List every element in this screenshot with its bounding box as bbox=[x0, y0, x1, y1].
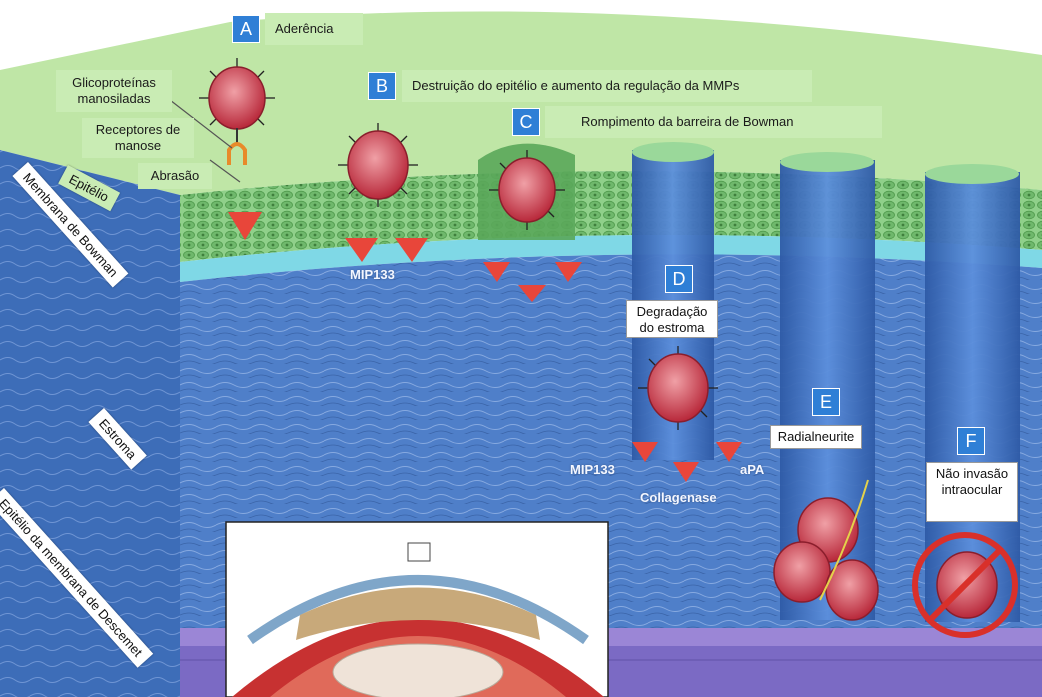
apa-label: aPA bbox=[740, 462, 764, 477]
step-f-letter: F bbox=[957, 427, 985, 455]
step-a-letter: A bbox=[232, 15, 260, 43]
eye-inset bbox=[226, 522, 608, 697]
mip133-label-b: MIP133 bbox=[350, 267, 395, 282]
step-a-label: Aderência bbox=[265, 13, 363, 45]
mip133-label-d: MIP133 bbox=[570, 462, 615, 477]
step-c-label: Rompimento da barreira de Bowman bbox=[545, 106, 882, 138]
step-f-label: Não invasão intraocular bbox=[926, 462, 1018, 522]
step-b-letter: B bbox=[368, 72, 396, 100]
step-e-letter: E bbox=[812, 388, 840, 416]
collagenase-label: Collagenase bbox=[640, 490, 717, 505]
step-c-letter: C bbox=[512, 108, 540, 136]
step-b-label: Destruição do epitélio e aumento da regu… bbox=[402, 70, 812, 102]
glycoproteins-label: Glicoproteínas manosiladas bbox=[56, 70, 172, 112]
step-d-letter: D bbox=[665, 265, 693, 293]
step-d-label: Degradação do estroma bbox=[626, 300, 718, 338]
step-e-label: Radialneurite bbox=[770, 425, 862, 449]
mannose-receptors-label: Receptores de manose bbox=[82, 118, 194, 158]
abrasion-label: Abrasão bbox=[138, 163, 212, 189]
